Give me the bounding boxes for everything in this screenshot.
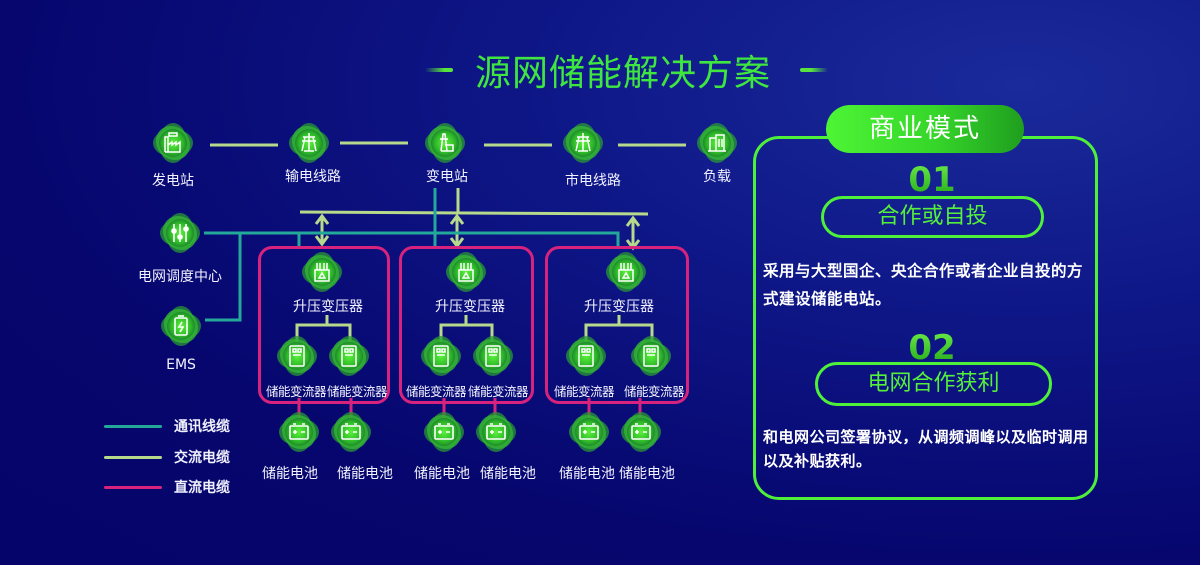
label-converter: 储能变流器 (326, 384, 388, 399)
label-battery: 储能电池 (262, 466, 318, 482)
legend-label: 通讯线缆 (174, 419, 230, 435)
power-tower-icon (561, 121, 605, 165)
transformer-icon (444, 250, 488, 294)
item-description: 和电网公司签署协议，从调频调峰以及临时调用以及补贴获利。 (763, 428, 1089, 470)
label-transformer: 升压变压器 (293, 299, 363, 315)
item-name-pill: 电网合作获利 (815, 362, 1052, 406)
building-icon (695, 121, 739, 165)
battery-icon (474, 410, 518, 454)
legend-label: 交流电缆 (174, 450, 230, 466)
ac-bus (299, 188, 649, 216)
battery-device-icon (159, 304, 203, 348)
label-power-plant: 发电站 (152, 173, 194, 189)
legend-swatch-dc (104, 486, 162, 489)
battery-icon (329, 410, 373, 454)
converter-icon (564, 334, 608, 378)
page-title: 源网储能解决方案 (475, 53, 772, 94)
item-description: 采用与大型国企、央企合作或者企业自投的方式建设储能电站。 (763, 262, 1084, 308)
top-chain-connectors (210, 141, 686, 147)
label-transformer: 升压变压器 (584, 299, 654, 315)
ac-bus-line (299, 210, 649, 216)
label-converter: 储能变流器 (553, 384, 615, 399)
label-ems: EMS (166, 357, 196, 373)
label-converter: 储能变流器 (265, 384, 327, 399)
converter-icon (629, 334, 673, 378)
label-load: 负载 (703, 169, 731, 185)
sliders-icon (158, 211, 202, 255)
legend-label: 直流电缆 (174, 480, 230, 496)
business-model-title: 商业模式 (826, 105, 1024, 153)
communication-lines (204, 188, 620, 322)
battery-icon (277, 410, 321, 454)
label-battery: 储能电池 (414, 466, 470, 482)
converter-icon (471, 334, 515, 378)
label-battery: 储能电池 (559, 466, 615, 482)
item-number: 02 (908, 328, 956, 368)
label-dispatch-center: 电网调度中心 (138, 269, 222, 285)
label-battery: 储能电池 (619, 466, 675, 482)
label-converter: 储能变流器 (405, 384, 467, 399)
legend-swatch-ac (104, 456, 162, 459)
transformer-icon (604, 250, 648, 294)
substation-icon (423, 121, 467, 165)
factory-icon (151, 121, 195, 165)
label-battery: 储能电池 (337, 466, 393, 482)
converter-icon (275, 334, 319, 378)
battery-icon (422, 410, 466, 454)
storage-group-3 (545, 246, 689, 404)
comm-bus (204, 231, 620, 248)
label-substation: 变电站 (426, 169, 468, 185)
label-converter: 储能变流器 (467, 384, 529, 399)
label-battery: 储能电池 (480, 466, 536, 482)
item-number: 01 (908, 160, 956, 200)
title-dash-right (800, 68, 828, 72)
item-name-pill: 合作或自投 (821, 196, 1044, 238)
label-transmission-line: 输电线路 (285, 169, 341, 185)
transformer-icon (300, 250, 344, 294)
transformer-converter-links (295, 315, 654, 342)
legend-swatch-communication (104, 425, 162, 428)
battery-icon (619, 410, 663, 454)
converter-icon (327, 334, 371, 378)
label-transformer: 升压变压器 (435, 299, 505, 315)
storage-group-2 (399, 246, 534, 404)
label-converter: 储能变流器 (623, 384, 685, 399)
battery-icon (567, 410, 611, 454)
power-tower-icon (287, 121, 331, 165)
comm-ems (205, 233, 242, 322)
converter-icon (419, 334, 463, 378)
title-bar: 源网储能解决方案 (0, 40, 1200, 100)
title-dash-left (425, 68, 453, 72)
label-city-line: 市电线路 (565, 173, 621, 189)
storage-group-1 (258, 246, 390, 404)
